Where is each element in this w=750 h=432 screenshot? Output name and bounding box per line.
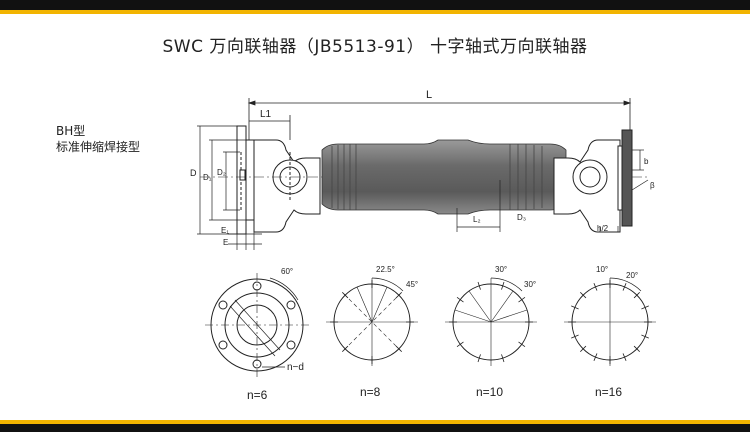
angle-n8-a: 22.5° (376, 265, 395, 274)
angle-n6: 60° (281, 267, 293, 276)
dim-L1 (249, 115, 291, 140)
flange-n8 (326, 277, 418, 366)
hole-tick (501, 281, 505, 290)
hole-tick (580, 292, 587, 299)
label-h-half: h/2 (597, 224, 609, 233)
label-E1: E₁ (221, 226, 229, 235)
hole-tick (395, 345, 402, 352)
hole-tick (477, 281, 481, 290)
hole-tick (477, 354, 481, 363)
label-L2: L₂ (473, 215, 481, 224)
hole-tick (571, 334, 579, 339)
flange-n6 (205, 273, 309, 377)
variant-code: BH型 (56, 124, 86, 138)
hole-tick (571, 305, 579, 310)
hole-tick (456, 296, 464, 303)
angle-n16-a: 10° (596, 265, 608, 274)
flange-n8-ticks (330, 280, 414, 364)
right-yoke (553, 139, 621, 233)
flange-n10-ticks (449, 281, 533, 363)
label-L1: L1 (260, 109, 272, 120)
left-flange (236, 125, 255, 235)
caption-n6: n=6 (247, 388, 268, 402)
hole-tick (593, 283, 598, 291)
hole-tick (641, 334, 649, 339)
flange-n16-ticks (568, 280, 652, 364)
hole-tick (342, 345, 349, 352)
hole-tick (518, 296, 526, 303)
flange-n16 (564, 277, 656, 366)
label-D2: D₂ (217, 168, 226, 177)
hole-tick (518, 341, 526, 348)
label-E: E (223, 238, 228, 247)
left-yoke (253, 139, 321, 233)
hole-tick (641, 305, 649, 310)
right-flange (617, 129, 633, 227)
hole-tick (622, 353, 627, 361)
angle-n10-a: 30° (495, 265, 507, 274)
caption-n8: n=8 (360, 385, 381, 399)
label-D3: D₃ (517, 213, 526, 222)
angle-n8-b: 45° (406, 280, 418, 289)
hole-tick (342, 292, 349, 299)
angle-n10-b: 30° (524, 280, 536, 289)
angle-n16-b: 20° (626, 271, 638, 280)
hole-tick (395, 292, 402, 299)
bottom-accent-stripe (0, 420, 750, 424)
hole-callout: n−d (287, 362, 304, 373)
label-b: b (644, 157, 649, 166)
dim-right-group (599, 149, 649, 232)
label-beta: β (650, 181, 655, 190)
label-L: L (426, 89, 432, 101)
hole-tick (456, 341, 464, 348)
page-title: SWC 万向联轴器（JB5513-91） 十字轴式万向联轴器 (162, 37, 588, 57)
hole-tick (593, 353, 598, 361)
caption-n10: n=10 (476, 385, 504, 399)
top-accent-stripe (0, 10, 750, 14)
hole-tick (580, 345, 587, 352)
flange-n10 (445, 277, 537, 366)
hole-tick (633, 345, 640, 352)
label-D1: D₁ (203, 173, 212, 182)
dim-E-group (228, 222, 262, 250)
caption-n16: n=16 (595, 385, 623, 399)
hole-tick (501, 354, 505, 363)
label-D: D (190, 168, 197, 178)
hole-tick (622, 283, 627, 291)
bottom-banner (0, 420, 750, 432)
dim-L2 (456, 180, 501, 232)
variant-name: 标准伸缩焊接型 (56, 140, 141, 154)
shaft-body (321, 139, 567, 215)
dim-L (247, 98, 632, 140)
hole-tick (633, 292, 640, 299)
top-banner (0, 0, 750, 14)
